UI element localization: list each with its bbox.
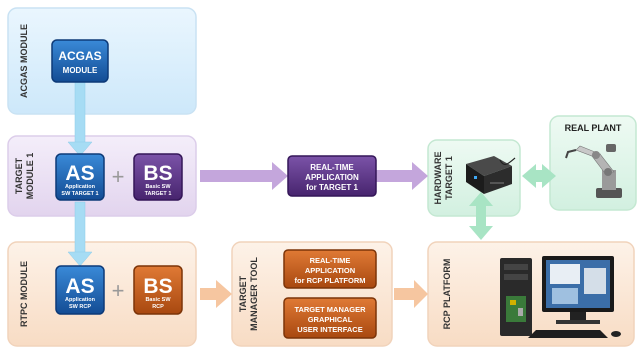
bs-target-block: BS Basic SW TARGET 1	[133, 153, 183, 201]
acgas-module-label: ACGAS MODULE	[19, 24, 29, 98]
as-target-line1: Application	[65, 184, 96, 190]
rtpc-module-label: RTPC MODULE	[19, 261, 29, 327]
gui-block: TARGET MANAGER GRAPHICAL USER INTERFACE	[283, 297, 377, 339]
bs-rcp-big: BS	[143, 275, 172, 298]
arrow-rtpc-to-tool	[200, 280, 232, 308]
bs-target-line2: TARGET 1	[145, 191, 172, 197]
rt-app-target-block: REAL-TIME APPLICATION for TARGET 1	[287, 155, 377, 197]
rt-rcp-line2: APPLICATION	[305, 266, 355, 275]
plus-rcp: +	[112, 278, 125, 303]
real-plant-label: REAL PLANT	[565, 123, 622, 133]
arrow-as-target-to-as-rcp	[67, 201, 93, 267]
acgas-block-line2: MODULE	[63, 66, 98, 75]
gui-line1: TARGET MANAGER	[294, 305, 366, 314]
plus-target: +	[112, 164, 125, 189]
hardware-label-line2: TARGET 1	[444, 156, 454, 200]
arrow-hardware-real-plant	[522, 164, 556, 188]
rt-target-line1: REAL-TIME	[310, 163, 354, 172]
arrow-rt-app-to-hardware	[376, 162, 428, 190]
as-rcp-big: AS	[65, 275, 94, 298]
as-target-block: AS Application SW TARGET 1	[55, 153, 105, 201]
bs-target-line1: Basic SW	[145, 184, 171, 190]
acgas-block-line1: ACGAS	[58, 49, 101, 63]
acgas-module-block: ACGAS MODULE	[51, 39, 109, 83]
as-rcp-line1: Application	[65, 297, 96, 303]
bs-rcp-block: BS Basic SW RCP	[133, 265, 183, 315]
real-plant-panel: REAL PLANT	[549, 115, 637, 211]
as-target-line2: SW TARGET 1	[61, 191, 98, 197]
as-rcp-block: AS Application SW RCP	[55, 265, 105, 315]
target-module-label-line2: MODULE 1	[25, 153, 35, 200]
bs-target-big: BS	[143, 162, 172, 185]
hardware-label-line1: HARDWARE	[433, 152, 443, 205]
bs-rcp-line1: Basic SW	[145, 297, 171, 303]
bs-rcp-line2: RCP	[152, 304, 164, 310]
target-module-label-line1: TARGET	[14, 157, 24, 194]
as-rcp-line2: SW RCP	[69, 304, 91, 310]
arrow-hardware-rcp	[469, 192, 493, 240]
rt-target-line3: for TARGET 1	[306, 183, 358, 192]
hardware-target-device-icon	[466, 156, 516, 194]
arrow-tool-to-rcp	[394, 280, 428, 308]
tool-label-line2: MANAGER TOOL	[249, 257, 259, 331]
rt-rcp-line1: REAL-TIME	[310, 256, 351, 265]
gui-line3: USER INTERFACE	[297, 325, 362, 334]
rcp-computer-icon	[500, 256, 621, 338]
gui-line2: GRAPHICAL	[308, 315, 353, 324]
rt-rcp-line3: for RCP PLATFORM	[295, 276, 366, 285]
rt-target-line2: APPLICATION	[305, 173, 359, 182]
tool-label-line1: TARGET	[238, 275, 248, 312]
as-target-big: AS	[65, 162, 94, 185]
arrow-target-to-rt-app	[200, 162, 288, 190]
rt-app-rcp-block: REAL-TIME APPLICATION for RCP PLATFORM	[283, 249, 377, 289]
robot-arm-icon	[565, 144, 622, 198]
rcp-platform-label: RCP PLATFORM	[442, 259, 452, 330]
